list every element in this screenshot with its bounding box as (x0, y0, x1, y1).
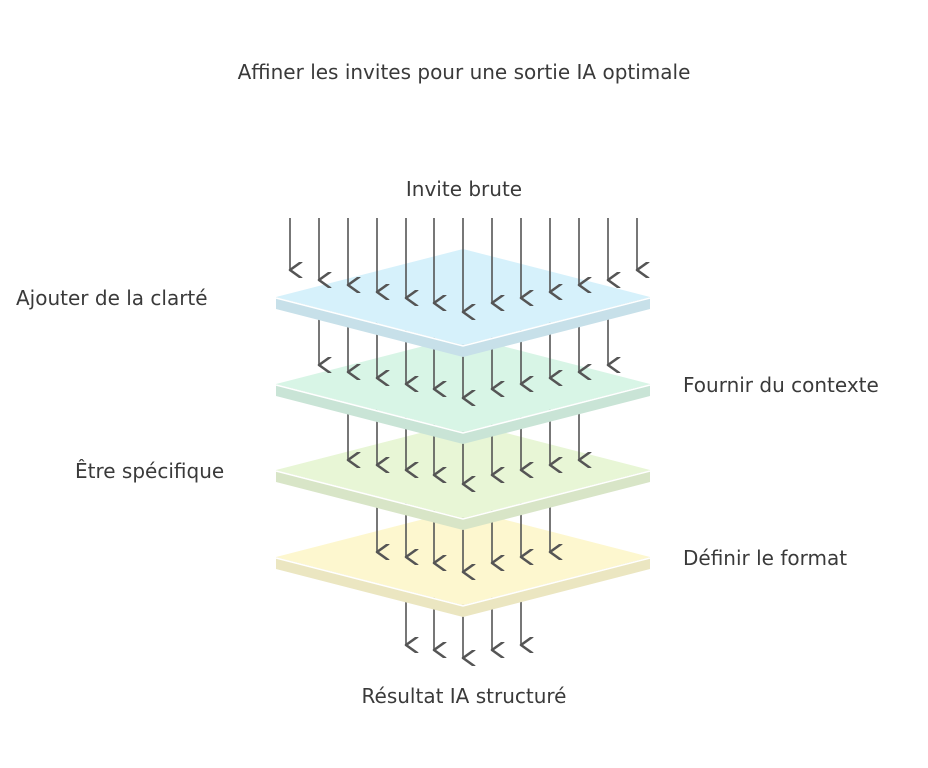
layer-format-side-left (276, 557, 463, 617)
output-label: Résultat IA structuré (361, 684, 567, 708)
layer-format-side-right (463, 557, 650, 617)
layer-specific-edge (275, 470, 651, 520)
layer-label-clarity: Ajouter de la clarté (16, 286, 208, 310)
layer-label-format: Définir le format (683, 546, 848, 570)
layer-clarity-side-right (463, 297, 650, 357)
diagram-title: Affiner les invites pour une sortie IA o… (237, 60, 691, 84)
layer-context-side-left (276, 384, 463, 444)
layer-specific-side-left (276, 470, 463, 530)
layer-clarity-edge (275, 297, 651, 347)
layer-format-edge (275, 557, 651, 607)
layer-clarity-side-left (276, 297, 463, 357)
layer-specific-side-right (463, 470, 650, 530)
layer-label-context: Fournir du contexte (683, 373, 879, 397)
layer-context-side-right (463, 384, 650, 444)
layer-label-specific: Être spécifique (75, 459, 225, 483)
input-label: Invite brute (405, 177, 523, 201)
layer-context-edge (275, 384, 651, 434)
